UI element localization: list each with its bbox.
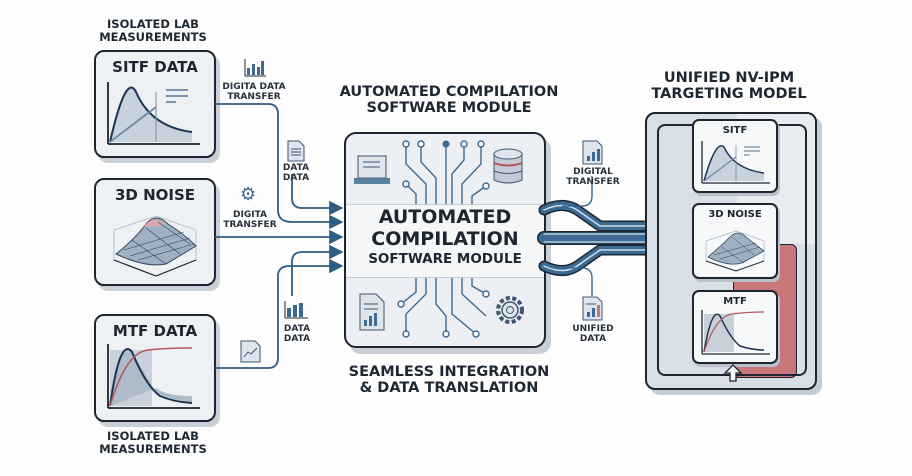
unified-data-label: UNIFIED DATA (572, 324, 614, 345)
model-sitf-module: SITF (692, 119, 778, 193)
sitf-curve-chart-icon (107, 82, 200, 145)
module-label-band (346, 204, 544, 278)
circuit-traces-icon (354, 140, 524, 338)
3d-noise-card: 3D NOISE (94, 178, 216, 286)
model-mtf-title: MTF (723, 296, 747, 307)
model-3d-noise-title: 3D NOISE (708, 209, 762, 220)
center-footer: SEAMLESS INTEGRATION & DATA TRANSLATION (348, 364, 550, 397)
bar-chart-icon (244, 59, 266, 77)
mtf-curve-chart-icon (107, 344, 200, 409)
noise-transfer-label: DIGITA TRANSFER (223, 210, 277, 231)
data-doc-label: DATA DATA (282, 163, 310, 184)
document-icon (287, 140, 305, 162)
module-line-1: AUTOMATED (378, 206, 512, 228)
module-line-2: COMPILATION (371, 228, 519, 250)
center-heading: AUTOMATED COMPILATION SOFTWARE MODULE (339, 84, 559, 117)
sitf-transfer-label: DIGITA DATA TRANSFER (222, 82, 286, 103)
mtf-data-card: MTF DATA (94, 314, 216, 422)
report-document-icon (582, 140, 603, 165)
digital-transfer-label: DIGITAL TRANSFER (566, 167, 620, 188)
right-heading: UNIFIED NV-IPM TARGETING MODEL (651, 70, 807, 103)
left-bottom-label: ISOLATED LAB MEASUREMENTS (99, 429, 207, 456)
mtf-curve-chart-icon (701, 310, 770, 355)
feedback-up-arrow-icon (723, 364, 743, 382)
model-3d-noise-module: 3D NOISE (692, 203, 778, 279)
3d-surface-plot-icon (113, 215, 197, 277)
3d-surface-plot-icon (705, 230, 765, 272)
sitf-data-card: SITF DATA (94, 50, 216, 158)
report-document-icon (359, 293, 385, 331)
data-chart-label: DATA DATA (283, 324, 311, 345)
mtf-connector (215, 258, 344, 369)
3d-noise-card-title: 3D NOISE (114, 186, 196, 204)
gear-icon (496, 296, 524, 324)
data-chart-connector (291, 244, 344, 296)
compilation-module-panel: AUTOMATED COMPILATION SOFTWARE MODULE (344, 132, 546, 348)
gear-icon: ⚙ (240, 184, 257, 205)
monitor-icon (354, 155, 390, 184)
report-document-icon (582, 296, 603, 321)
model-mtf-module: MTF (692, 290, 778, 364)
left-top-label: ISOLATED LAB MEASUREMENTS (99, 17, 207, 44)
module-line-3: SOFTWARE MODULE (368, 251, 522, 267)
sitf-card-title: SITF DATA (112, 58, 198, 76)
database-icon (493, 148, 523, 184)
mtf-card-title: MTF DATA (112, 322, 198, 340)
sitf-curve-chart-icon (701, 141, 770, 184)
bar-chart-icon (284, 301, 308, 319)
model-sitf-title: SITF (722, 125, 748, 136)
line-chart-file-icon (240, 340, 261, 363)
